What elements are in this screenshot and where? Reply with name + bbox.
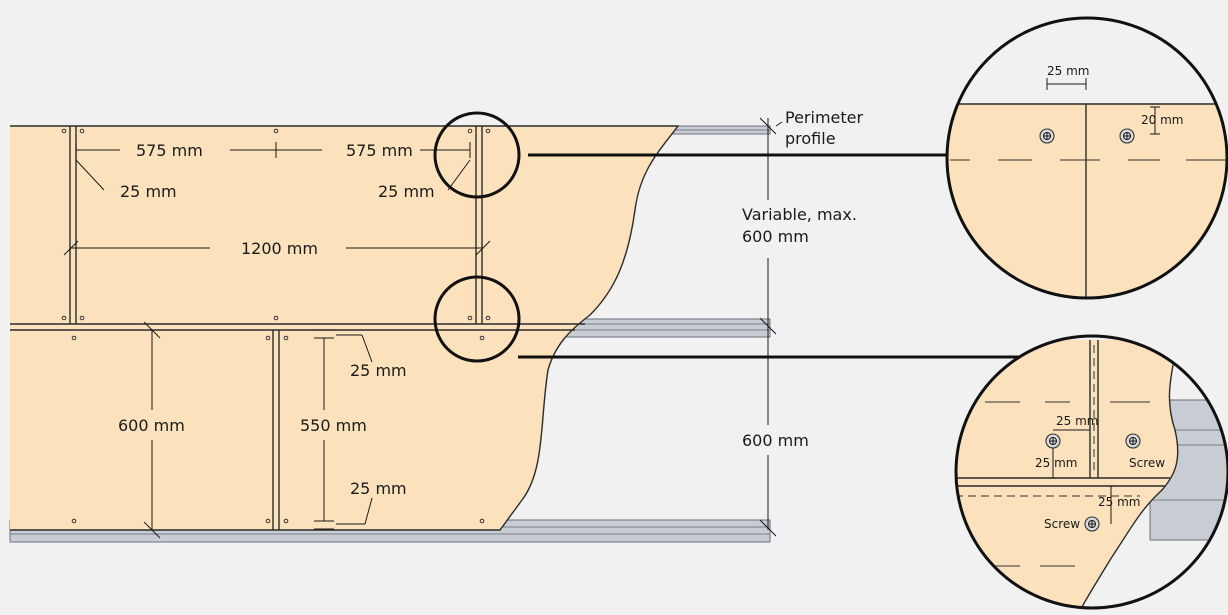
screw-icon xyxy=(1119,128,1135,144)
detail1-label-20: 20 mm xyxy=(1141,113,1183,127)
dim-label-550: 550 mm xyxy=(300,416,367,435)
perimeter-profile-label-2: profile xyxy=(785,129,836,148)
detail2-label-screw-bottom: Screw xyxy=(1044,517,1080,531)
dim-label-600-board: 600 mm xyxy=(118,416,185,435)
detail2-label-25-left: 25 mm xyxy=(1035,456,1077,470)
board-area xyxy=(10,126,678,530)
dim-label-575-left: 575 mm xyxy=(136,141,203,160)
dim-label-25-right: 25 mm xyxy=(378,182,435,201)
detail2-label-screw-right: Screw xyxy=(1129,456,1165,470)
detail-2 xyxy=(956,336,1228,608)
detail-marker-bottom xyxy=(433,275,521,363)
screw-icon xyxy=(1084,516,1100,532)
variable-label-1: Variable, max. xyxy=(742,205,857,224)
dim-label-1200: 1200 mm xyxy=(241,239,318,258)
perimeter-profile-label-1: Perimeter xyxy=(785,108,863,127)
detail2-label-25-top: 25 mm xyxy=(1056,414,1098,428)
dim-label-575-right: 575 mm xyxy=(346,141,413,160)
dimension-lines xyxy=(63,117,783,539)
profile-middle xyxy=(559,318,771,338)
screw-icon xyxy=(1125,433,1141,449)
dim-label-25-upper: 25 mm xyxy=(350,361,407,380)
detail-1 xyxy=(947,18,1227,298)
dim-label-25-lower: 25 mm xyxy=(350,479,407,498)
detail2-label-25-bottom: 25 mm xyxy=(1098,495,1140,509)
screw-icon xyxy=(1039,128,1055,144)
dim-label-25-left: 25 mm xyxy=(120,182,177,201)
dim-label-600-right: 600 mm xyxy=(742,431,809,450)
screw-holes xyxy=(61,128,491,524)
variable-label-2: 600 mm xyxy=(742,227,809,246)
detail-marker-top xyxy=(433,111,521,199)
board-joints xyxy=(10,126,585,530)
screw-icon xyxy=(1045,433,1061,449)
detail1-label-25: 25 mm xyxy=(1047,64,1089,78)
